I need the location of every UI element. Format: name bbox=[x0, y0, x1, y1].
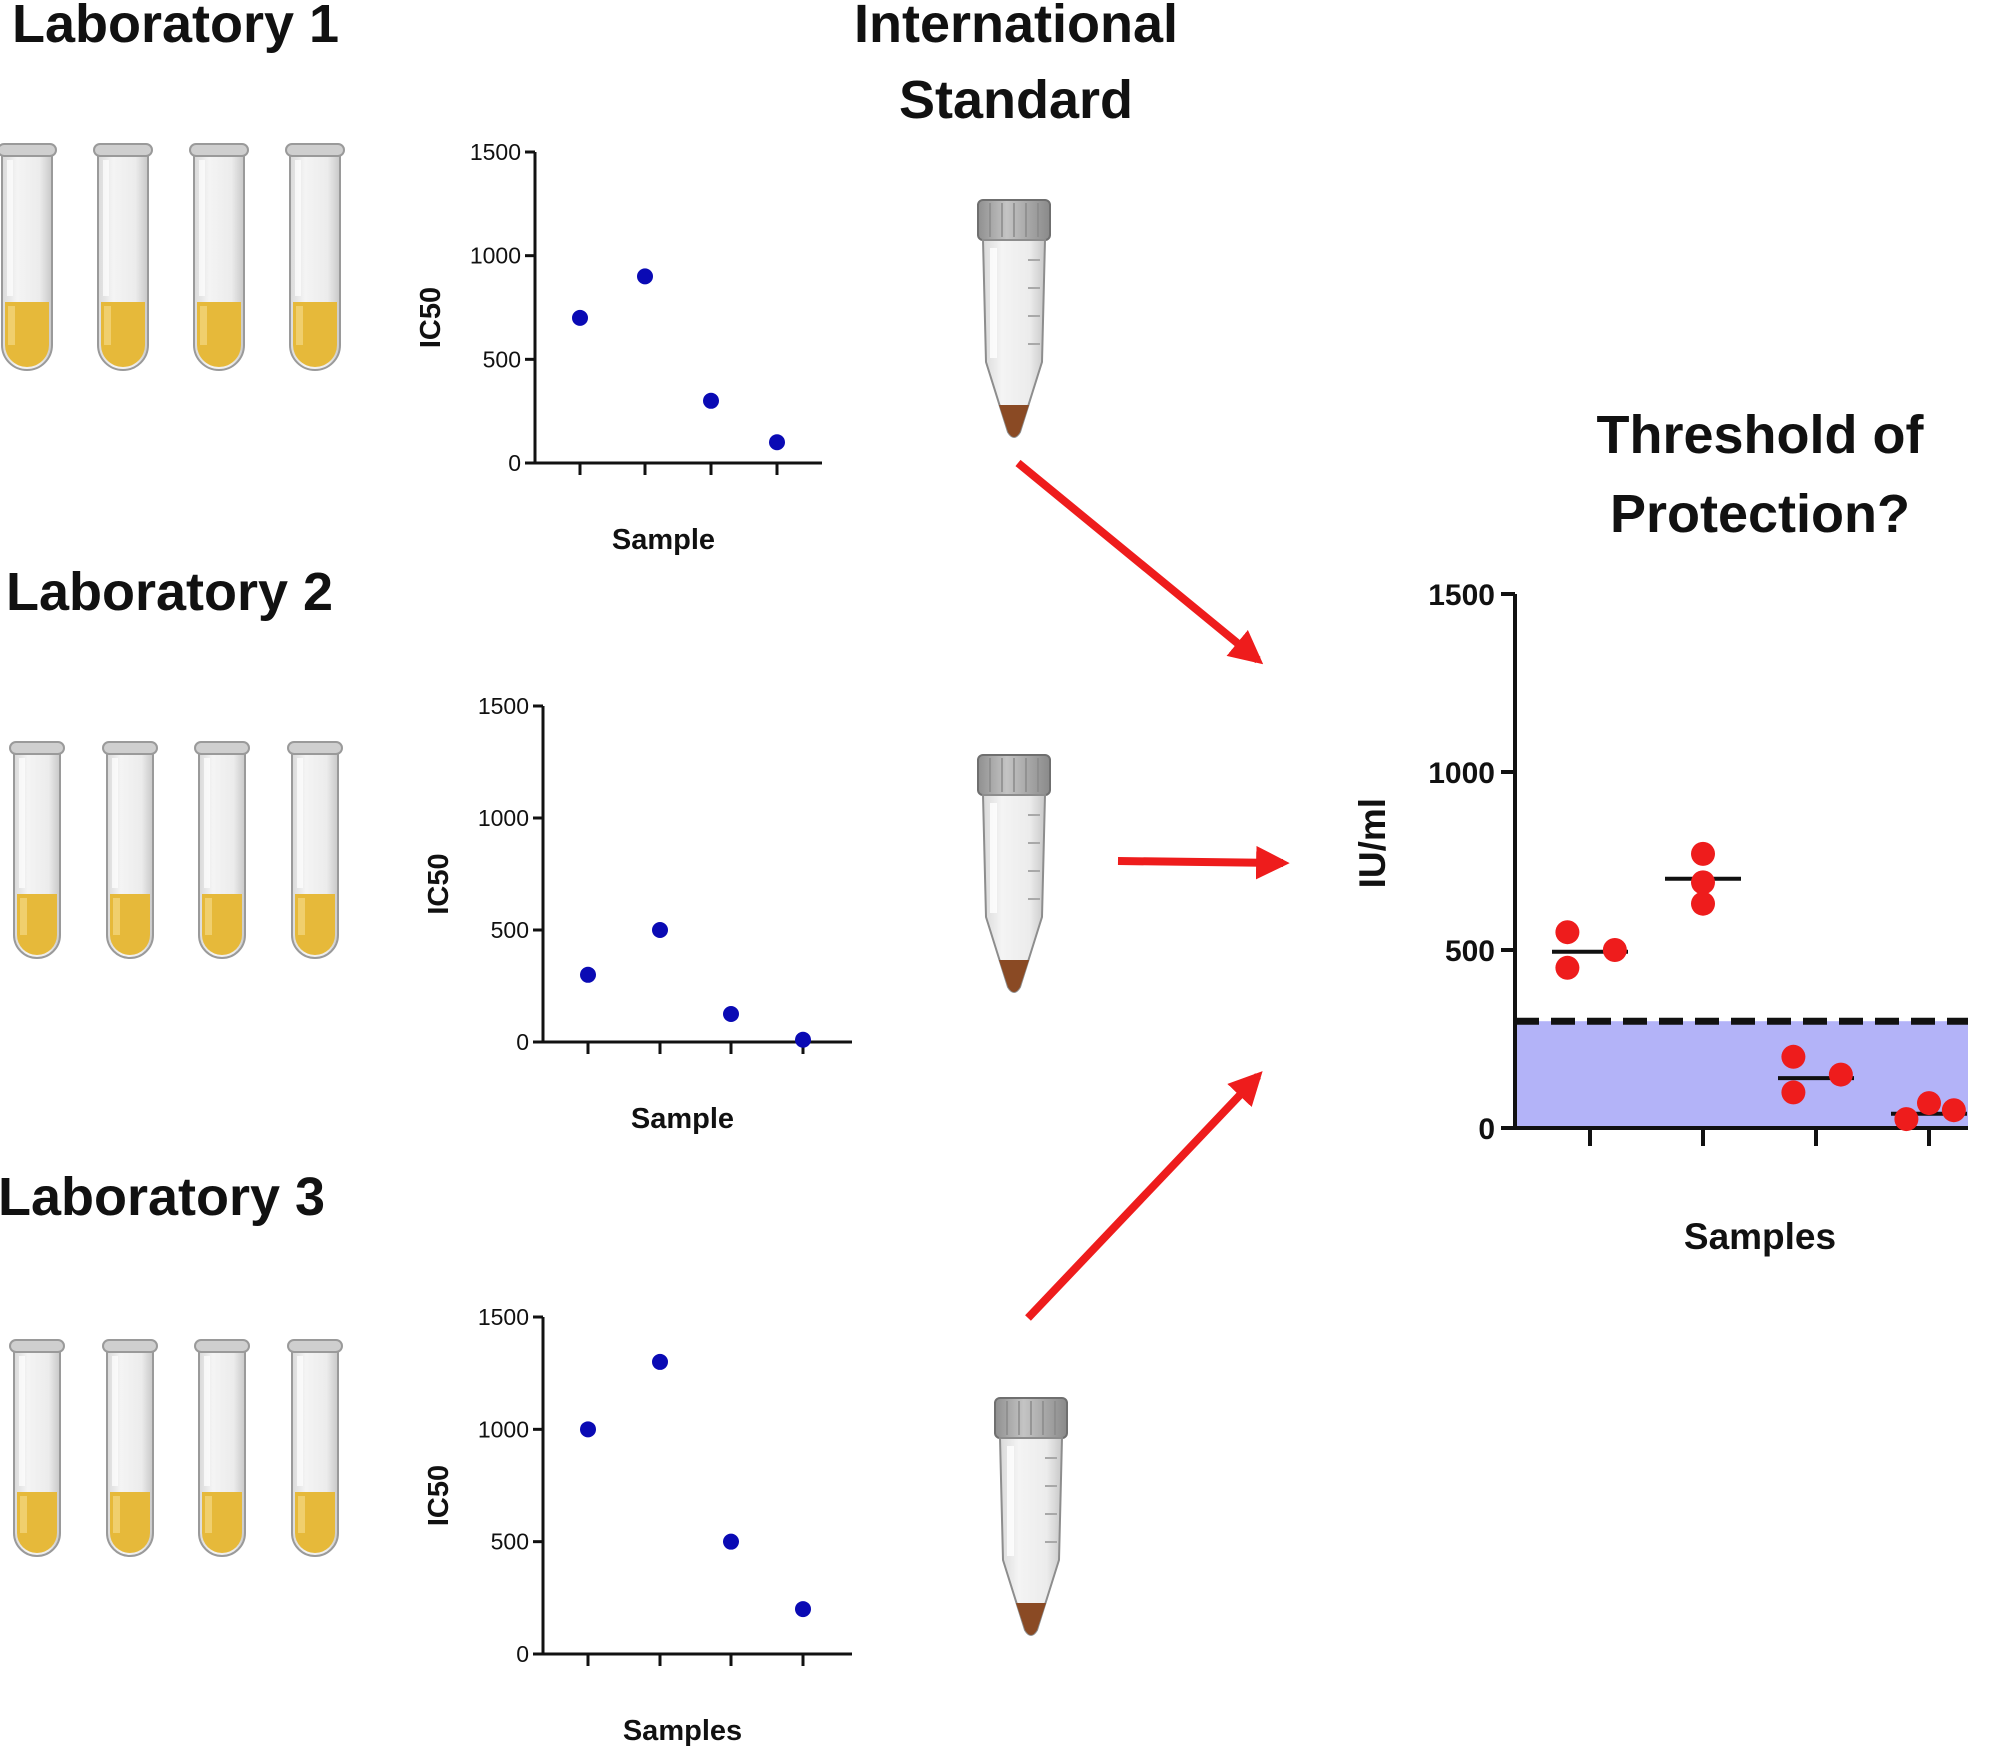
y-tick-label: 500 bbox=[491, 917, 529, 943]
data-point bbox=[723, 1006, 739, 1022]
threshold-title-line1: Threshold of bbox=[1597, 405, 1925, 465]
arrow-lab2-to-threshold bbox=[1117, 845, 1290, 880]
test-tube-icon bbox=[194, 1339, 250, 1557]
international-standard-tubes bbox=[977, 199, 1068, 1636]
y-tick-label: 0 bbox=[516, 1641, 529, 1667]
data-point bbox=[795, 1031, 811, 1048]
data-point bbox=[572, 309, 588, 326]
y-tick-label: 1000 bbox=[478, 1416, 529, 1442]
y-axis-label: IC50 bbox=[423, 853, 455, 914]
y-axis-label: IU/ml bbox=[1352, 798, 1393, 888]
data-point bbox=[652, 922, 668, 938]
data-point bbox=[723, 1533, 739, 1550]
y-tick-label: 0 bbox=[1478, 1113, 1495, 1146]
y-tick-label: 500 bbox=[483, 346, 521, 372]
y-axis-label: IC50 bbox=[423, 1465, 455, 1526]
test-tube-icon bbox=[9, 1339, 65, 1557]
test-tube-icon bbox=[194, 741, 250, 959]
y-axis-label: IC50 bbox=[415, 287, 447, 348]
test-tube-icon bbox=[9, 741, 65, 959]
y-tick-label: 1000 bbox=[478, 805, 529, 831]
data-point bbox=[1691, 841, 1715, 866]
y-tick-label: 1500 bbox=[470, 139, 521, 165]
data-point bbox=[1555, 955, 1580, 980]
lab1-title: Laboratory 1 bbox=[12, 0, 339, 54]
y-tick-label: 0 bbox=[508, 450, 521, 476]
arrow-lab1-to-threshold bbox=[1015, 459, 1264, 665]
test-tube-icon bbox=[285, 143, 345, 371]
data-point bbox=[637, 268, 653, 285]
conical-tube-icon bbox=[977, 199, 1051, 438]
data-point bbox=[1828, 1062, 1853, 1087]
test-tube-icon bbox=[93, 143, 153, 371]
data-point bbox=[795, 1601, 811, 1618]
test-tube-icon bbox=[102, 1339, 158, 1557]
x-axis-label: Samples bbox=[1684, 1216, 1836, 1257]
lab2-title: Laboratory 2 bbox=[6, 562, 333, 622]
conical-tube-icon bbox=[977, 754, 1051, 993]
data-point bbox=[1941, 1098, 1966, 1123]
data-point bbox=[1691, 870, 1715, 895]
y-tick-label: 1500 bbox=[478, 1304, 529, 1330]
test-tube-icon bbox=[189, 143, 249, 371]
test-tube-icon bbox=[287, 741, 343, 959]
international-standard-title-line1: International bbox=[854, 0, 1178, 54]
threshold-title-line2: Protection? bbox=[1610, 484, 1910, 544]
data-point bbox=[652, 1353, 668, 1370]
data-point bbox=[1691, 891, 1715, 916]
arrow-lab3-to-threshold bbox=[1025, 1071, 1263, 1321]
international-standard-title-line2: Standard bbox=[899, 70, 1133, 130]
data-point bbox=[580, 966, 596, 983]
data-point bbox=[703, 392, 719, 409]
y-tick-label: 1000 bbox=[470, 243, 521, 269]
data-point bbox=[1555, 920, 1580, 945]
y-tick-label: 500 bbox=[491, 1529, 529, 1555]
data-point bbox=[1602, 938, 1627, 962]
data-point bbox=[580, 1421, 596, 1438]
test-tube-icon bbox=[0, 143, 57, 371]
lab3-title: Laboratory 3 bbox=[0, 1167, 325, 1227]
x-axis-label: Sample bbox=[631, 1103, 734, 1135]
data-point bbox=[1917, 1091, 1941, 1116]
test-tube-icon bbox=[287, 1339, 343, 1557]
test-tube-icon bbox=[102, 741, 158, 959]
lab2-sample-tubes bbox=[9, 741, 343, 959]
conical-tube-icon bbox=[994, 1397, 1068, 1636]
x-axis-label: Sample bbox=[612, 524, 715, 556]
protection-band bbox=[1515, 1021, 1968, 1128]
data-point bbox=[1781, 1044, 1806, 1069]
x-axis-label: Samples bbox=[623, 1715, 742, 1747]
data-point bbox=[769, 434, 785, 451]
y-tick-label: 0 bbox=[516, 1029, 529, 1055]
y-tick-label: 1000 bbox=[1428, 757, 1495, 790]
y-tick-label: 500 bbox=[1445, 935, 1495, 968]
lab1-sample-tubes bbox=[0, 143, 345, 371]
y-tick-label: 1500 bbox=[478, 693, 529, 719]
data-point bbox=[1894, 1107, 1919, 1132]
data-point bbox=[1781, 1080, 1806, 1105]
lab3-sample-tubes bbox=[9, 1339, 343, 1557]
y-tick-label: 1500 bbox=[1428, 579, 1495, 612]
